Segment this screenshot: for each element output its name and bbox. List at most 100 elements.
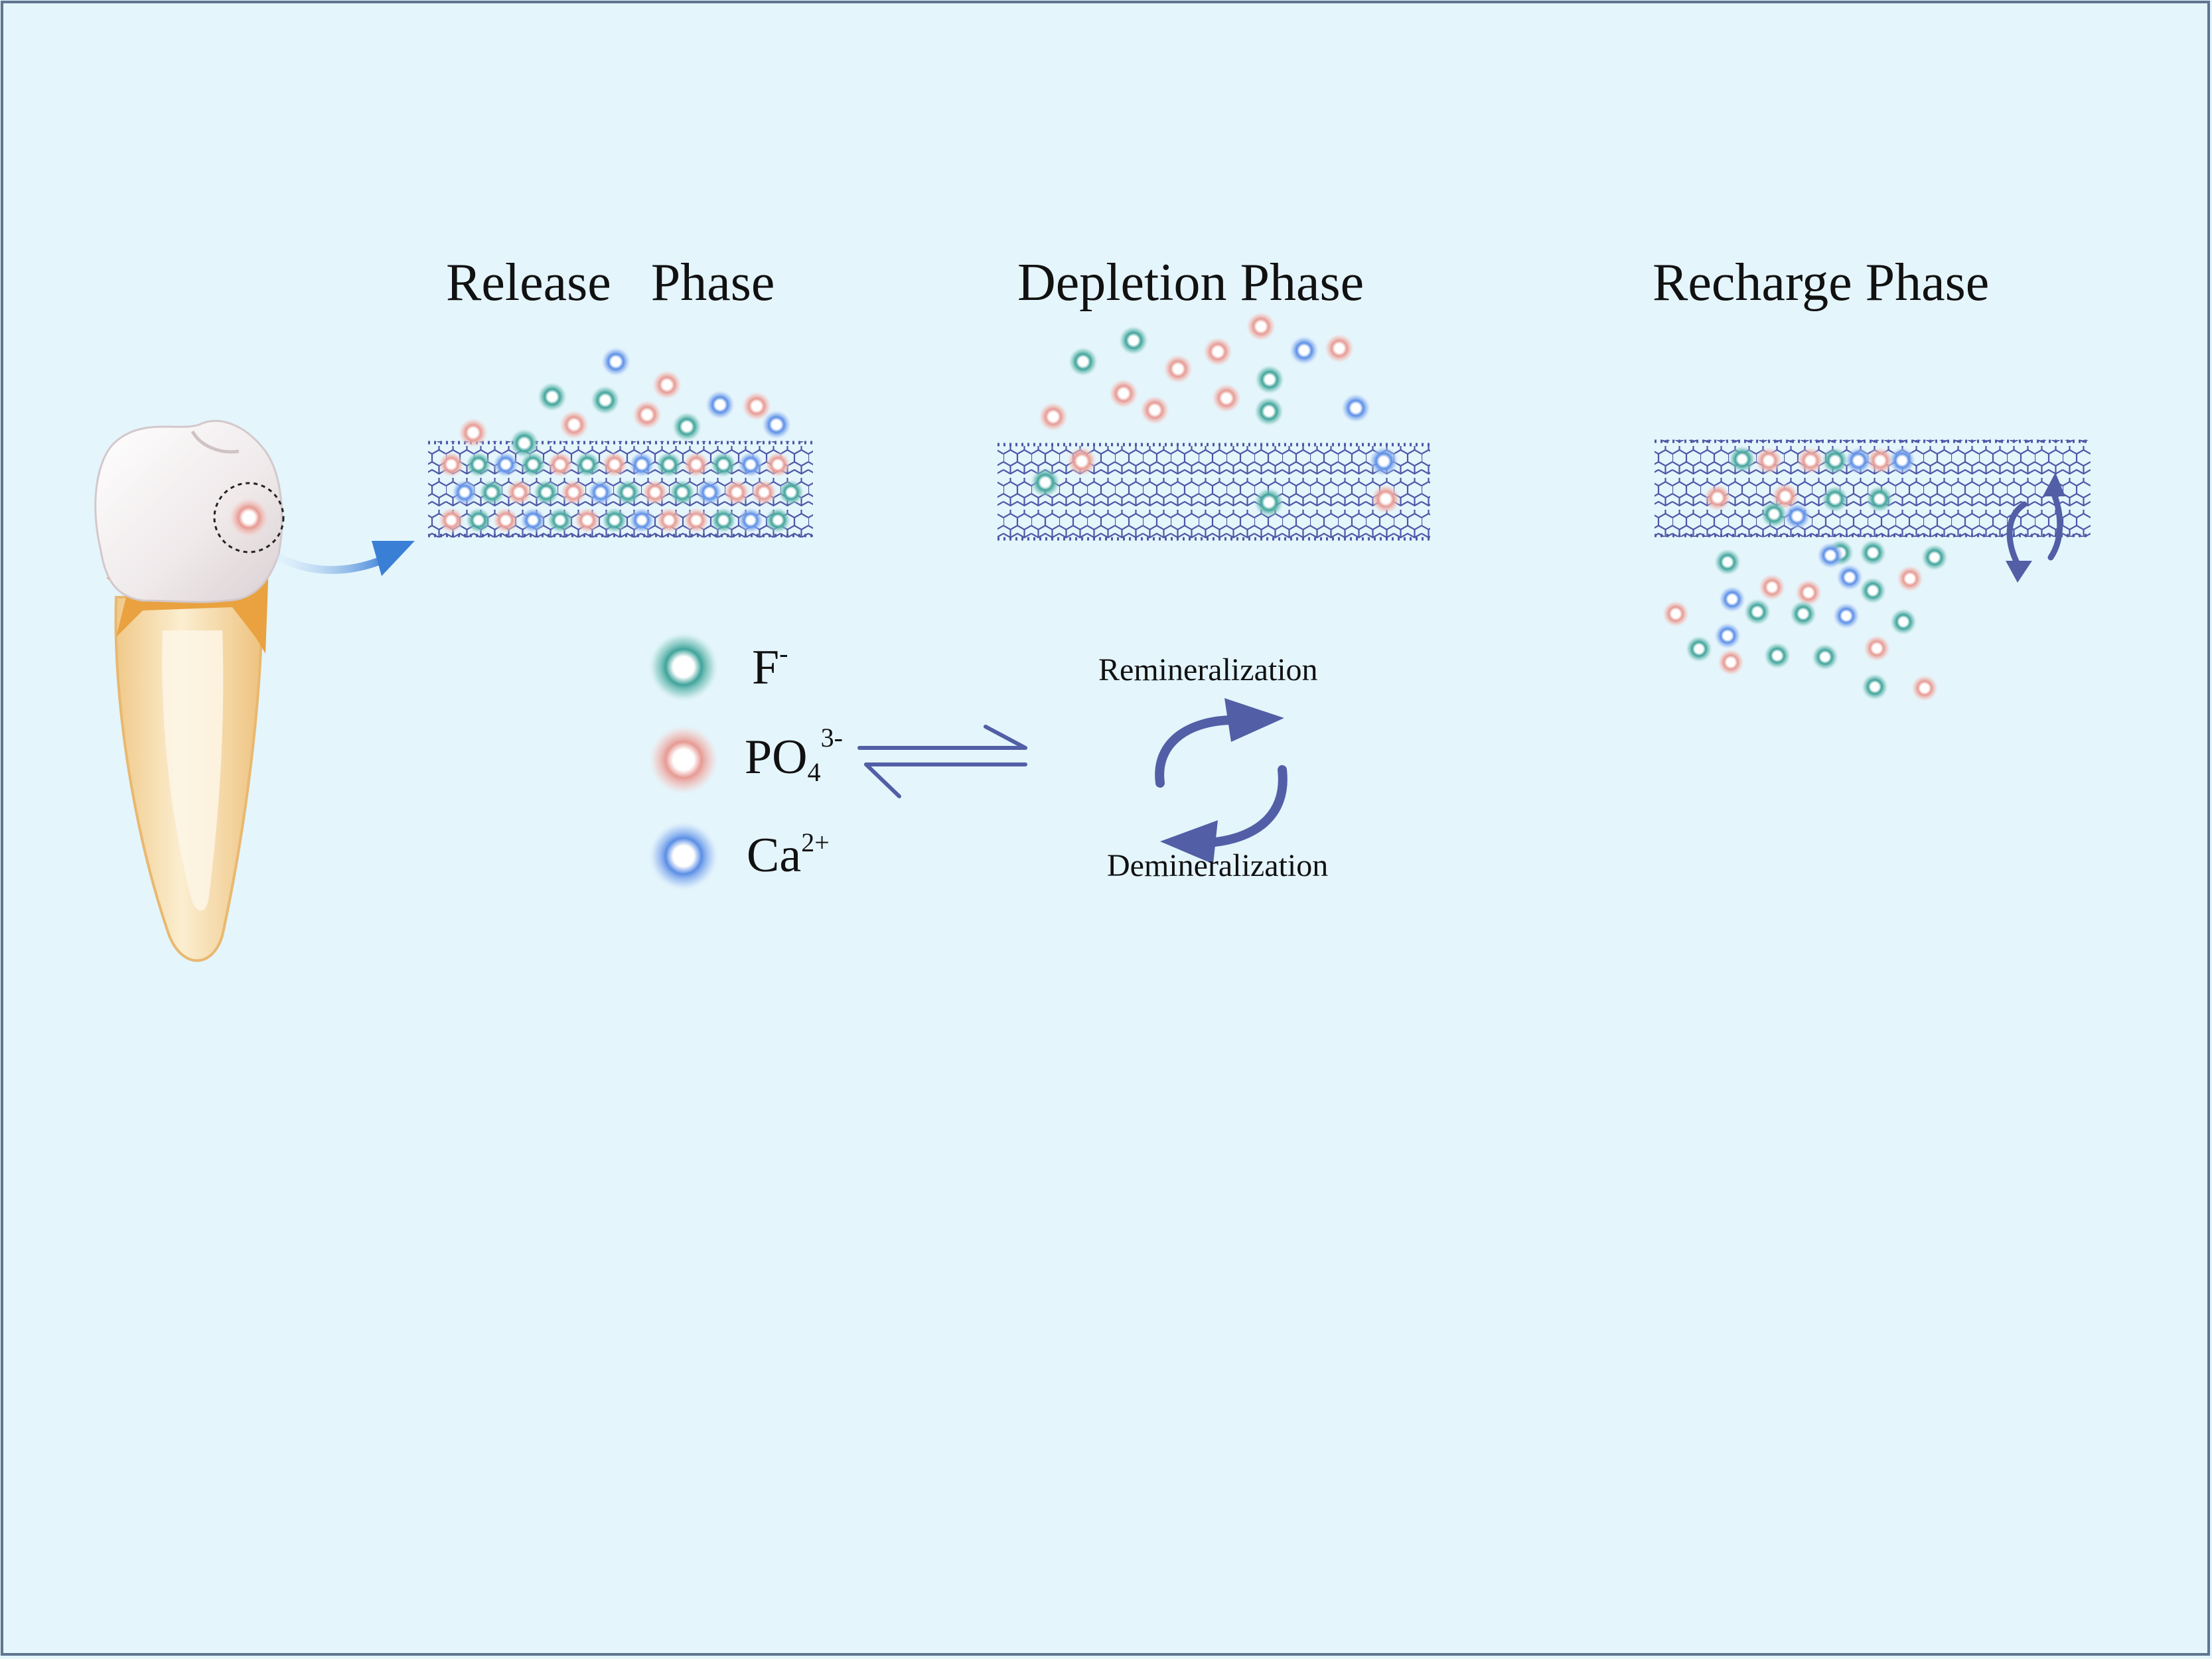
calcium-ion [762,410,791,439]
ions-recharge-cloud [1662,446,1948,701]
phosphate-ion [1867,447,1893,474]
fluoride-ion [778,480,804,505]
fluoride-ion [711,452,736,477]
tooth-crown [94,419,283,603]
calcium-ion [588,480,613,505]
calcium-ion [520,508,546,533]
fluoride-ion [510,429,539,458]
phosphate-ion [1704,484,1731,511]
lesion-spot [229,498,269,538]
ions-release-cloud [439,347,804,533]
fluoride-ion [765,508,790,533]
fluoride-ion [1890,609,1917,635]
phosphate-ion [1795,579,1822,606]
phosphate-ion [1109,379,1138,408]
fluoride-ion [711,508,736,533]
magnify-circle [213,482,285,553]
phosphate-ion [1718,649,1744,676]
phosphate-ion [575,508,600,533]
fluoride-ion [672,412,701,441]
phosphate-ion [1140,396,1169,425]
calcium-ion [493,452,518,477]
tooth-root-highlight [162,630,224,911]
fluoride-ion [1254,488,1284,517]
fluoride-ion [538,382,567,411]
calcium-ion [629,452,654,477]
calcium-ion [705,390,735,419]
remineralization-label: Remineralization [1098,652,1318,687]
phosphate-ion [1067,447,1096,476]
phosphate-ion [1163,354,1193,384]
depletion-phase-title: Depletion Phase [1017,253,1364,312]
fluoride-ion [1860,540,1886,566]
demineralization-label: Demineralization [1107,848,1328,883]
phosphate-ion [642,480,668,505]
phosphate-ion [439,508,464,533]
phosphate-ion [561,480,586,505]
phosphate-ion [1797,447,1824,474]
tooth-fissure [190,430,240,454]
fluoride-ion [1744,599,1771,625]
calcium-ion [1341,394,1370,423]
phosphate-ion [684,508,709,533]
calcium-ion [1369,447,1398,476]
calcium-ion [601,347,630,376]
ion-legend: F- PO43- Ca2+ [649,632,843,891]
phosphate-ion [1662,601,1689,627]
calcium-ion [629,508,654,533]
fluoride-ion [1254,397,1284,426]
calcium-ion [452,480,477,505]
fluoride-ion [1822,486,1848,512]
fluoride-ion [1729,446,1755,472]
phosphate-ion [1246,312,1276,341]
phosphate-ion [1897,565,1923,592]
fluoride-ion [1255,365,1284,394]
fluoride-ion [1921,544,1948,571]
phosphate-ion [493,508,518,533]
phosphate-ion [1203,337,1232,366]
curved-arrow-icon [275,541,415,576]
calcium-ion [1817,542,1844,569]
calcium-ion [1290,336,1319,365]
equilibrium-arrow-icon [857,725,1027,798]
calcium-ion [1714,622,1741,649]
release-phase-title: Release Phase [446,253,774,312]
calcium-ion [738,452,763,477]
fluoride-ion [1860,577,1886,604]
phosphate-ion [1039,402,1068,431]
fluoride-ion [1812,644,1838,670]
phosphate-ion [506,480,532,505]
fluoride-ion [1069,347,1098,376]
phosphate-ion [652,370,682,399]
phosphate-ion [1911,675,1938,701]
tooth-illustration [94,419,285,962]
fluoride-ion [466,508,491,533]
phosphate-ion [559,410,589,439]
calcium-ion [1784,503,1810,530]
fluoride-ion [466,452,491,477]
fluoride-ion [656,452,682,477]
fluoride-ion [615,480,640,505]
phosphate-ion [548,452,573,477]
phosphate-ion [724,480,749,505]
fluoride-ion [1866,486,1893,512]
phosphate-ion [656,508,682,533]
fluoride-ion [1822,447,1848,474]
fluoride-ion [1764,642,1791,669]
fluoride-ion [520,452,546,477]
recharge-phase-title: Recharge Phase [1653,253,1989,312]
phosphate-ion [1212,384,1241,413]
phosphate-ion [751,480,776,505]
legend-fluoride-swatch [649,632,718,701]
cycle-arrows-icon [1155,698,1288,864]
calcium-ion [1889,447,1915,474]
calcium-ion [1845,447,1872,474]
fluoride-ion [479,480,504,505]
legend-calcium-swatch [649,822,718,891]
legend-phosphate-label: PO43- [745,723,843,787]
calcium-ion [1719,586,1745,613]
calcium-ion [697,480,722,505]
fluoride-ion [591,386,620,415]
fluoride-ion [1686,636,1712,662]
